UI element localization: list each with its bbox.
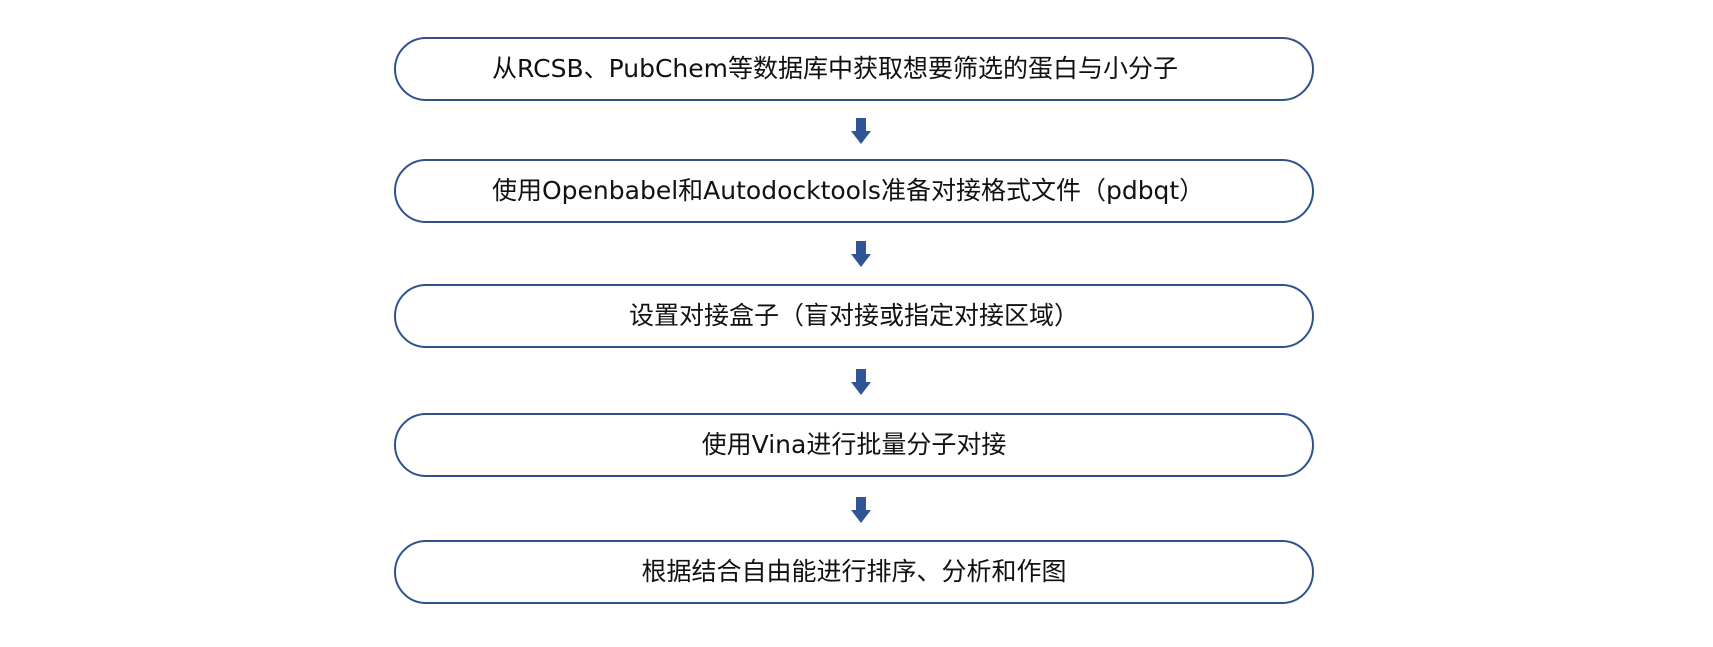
arrow-down-icon (851, 369, 871, 395)
arrow-down-icon (851, 118, 871, 144)
step-3-box: 设置对接盒子（盲对接或指定对接区域） (394, 284, 1314, 348)
step-1-box: 从RCSB、PubChem等数据库中获取想要筛选的蛋白与小分子 (394, 37, 1314, 101)
step-4-box: 使用Vina进行批量分子对接 (394, 413, 1314, 477)
step-5-box: 根据结合自由能进行排序、分析和作图 (394, 540, 1314, 604)
arrow-down-icon (851, 497, 871, 523)
step-2-box: 使用Openbabel和Autodocktools准备对接格式文件（pdbqt） (394, 159, 1314, 223)
arrow-down-icon (851, 241, 871, 267)
step-3-label: 设置对接盒子（盲对接或指定对接区域） (628, 301, 1079, 330)
step-2-label: 使用Openbabel和Autodocktools准备对接格式文件（pdbqt） (492, 176, 1205, 205)
step-4-label: 使用Vina进行批量分子对接 (701, 430, 1007, 459)
step-1-label: 从RCSB、PubChem等数据库中获取想要筛选的蛋白与小分子 (492, 54, 1178, 83)
step-5-label: 根据结合自由能进行排序、分析和作图 (641, 557, 1067, 586)
